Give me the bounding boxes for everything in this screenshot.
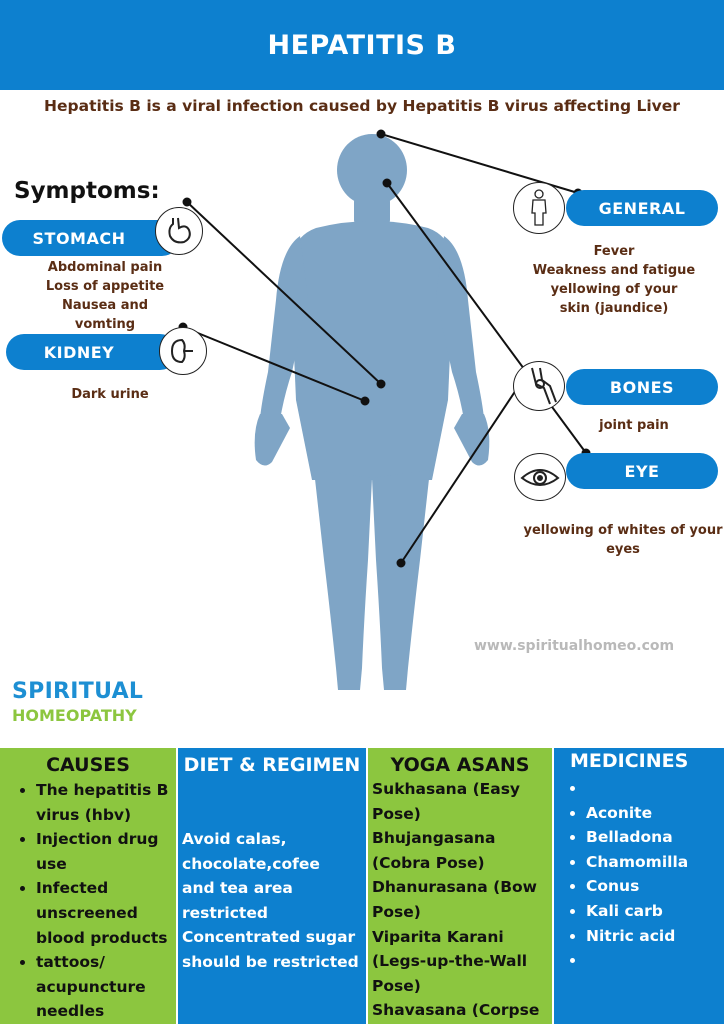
eye-symptoms: yellowing of whites of your eyes: [522, 521, 724, 559]
bones-symptom-1: joint pain: [599, 418, 669, 433]
yoga-line: Dhanurasana (Bow: [372, 878, 537, 897]
medicines-list: Aconite Belladona Chamomilla Conus Kali …: [554, 776, 724, 973]
diet-line: Concentrated sugar: [182, 928, 356, 947]
yoga-text: Sukhasana (Easy Pose) Bhujangasana (Cobr…: [368, 776, 552, 1023]
diet-column: DIET & REGIMEN Avoid calas, chocolate,co…: [178, 748, 366, 1024]
medicine-item: Nitric acid: [586, 924, 724, 949]
kidney-label-text: KIDNEY: [43, 342, 115, 362]
medicine-item: Chamomilla: [586, 850, 724, 875]
diet-line: should be restricted: [182, 952, 359, 971]
medicines-title: MEDICINES: [570, 750, 689, 772]
kidney-label: KIDNEY: [6, 334, 178, 370]
general-label-text: GENERAL: [598, 198, 686, 218]
symptoms-heading: Symptoms:: [14, 178, 160, 204]
person-icon: [513, 182, 565, 234]
yoga-line: Bhujangasana: [372, 829, 496, 848]
diet-title: DIET & REGIMEN: [183, 754, 361, 776]
knee-joint-icon: [513, 361, 565, 411]
yoga-line: Pose): [372, 902, 421, 921]
yoga-title: YOGA ASANS: [390, 754, 530, 776]
header-bar: HEPATITIS B: [0, 0, 724, 90]
diet-line: chocolate,cofee: [182, 854, 320, 873]
causes-title: CAUSES: [46, 754, 130, 776]
cause-item: The hepatitis B virus (hbv): [36, 778, 176, 827]
diet-line: restricted: [182, 903, 268, 922]
cause-item: Infected unscreened blood products: [36, 876, 176, 950]
yoga-line: (Legs-up-the-Wall: [372, 952, 528, 971]
yoga-line: Pose): [372, 976, 421, 995]
stomach-icon: [155, 207, 203, 255]
stomach-label: STOMACH: [2, 220, 180, 256]
yoga-line: Pose): [372, 804, 421, 823]
brand-name-line1: SPIRITUAL: [12, 679, 144, 704]
bones-label: BONES: [566, 369, 718, 405]
medicine-item: [586, 948, 724, 973]
medicine-item: Belladona: [586, 825, 724, 850]
page-title: HEPATITIS B: [267, 29, 457, 61]
yoga-line: Shavasana (Corpse: [372, 1001, 540, 1020]
medicine-item: Aconite: [586, 801, 724, 826]
medicine-item: Conus: [586, 874, 724, 899]
causes-list: The hepatitis B virus (hbv) Injection dr…: [0, 778, 176, 1024]
kidney-symptoms: Dark urine: [40, 385, 180, 404]
cause-item: tattoos/ acupuncture needles: [36, 950, 176, 1024]
medicines-column: MEDICINES Aconite Belladona Chamomilla C…: [554, 748, 724, 1024]
yoga-column: YOGA ASANS Sukhasana (Easy Pose) Bhujang…: [368, 748, 552, 1024]
yoga-line: (Cobra Pose): [372, 853, 485, 872]
eye-symptom-2: eyes: [606, 542, 640, 557]
diet-line: and tea area: [182, 879, 293, 898]
kidney-symptom-1: Dark urine: [71, 387, 149, 402]
general-symptoms: Fever Weakness and fatigue yellowing of …: [524, 242, 704, 318]
general-symptom-1: Fever: [593, 244, 635, 259]
general-symptom-2: Weakness and fatigue: [532, 263, 696, 278]
bones-symptoms: joint pain: [574, 416, 694, 435]
general-symptom-3: yellowing of your: [550, 282, 678, 297]
medicine-item: [586, 776, 724, 801]
medicine-item: Kali carb: [586, 899, 724, 924]
eye-label-text: EYE: [624, 461, 660, 481]
brand-name-line2: HOMEOPATHY: [12, 706, 137, 725]
general-symptom-4: skin (jaundice): [559, 301, 669, 316]
causes-column: CAUSES The hepatitis B virus (hbv) Injec…: [0, 748, 176, 1024]
eye-symptom-1: yellowing of whites of your: [523, 523, 723, 538]
diet-line: Avoid calas,: [182, 830, 287, 848]
stomach-symptoms: Abdominal pain Loss of appetite Nausea a…: [30, 258, 180, 334]
eye-label: EYE: [566, 453, 718, 489]
yoga-line: Viparita Karani: [372, 927, 504, 946]
cause-item: Injection drug use: [36, 827, 176, 876]
kidney-icon: [159, 327, 207, 375]
website-watermark: www.spiritualhomeo.com: [474, 638, 675, 654]
eye-icon: [514, 453, 566, 501]
stomach-symptom-2: Loss of appetite: [45, 279, 165, 294]
diet-text: Avoid calas, chocolate,cofee and tea are…: [178, 776, 366, 975]
bones-label-text: BONES: [609, 377, 675, 397]
stomach-symptom-3: Nausea and vomting: [61, 298, 149, 332]
stomach-symptom-1: Abdominal pain: [47, 260, 163, 275]
yoga-line: Sukhasana (Easy: [372, 780, 521, 798]
general-label: GENERAL: [566, 190, 718, 226]
human-silhouette: [254, 134, 490, 690]
stomach-label-text: STOMACH: [32, 228, 126, 248]
subtitle: Hepatitis B is a viral infection caused …: [44, 97, 680, 115]
